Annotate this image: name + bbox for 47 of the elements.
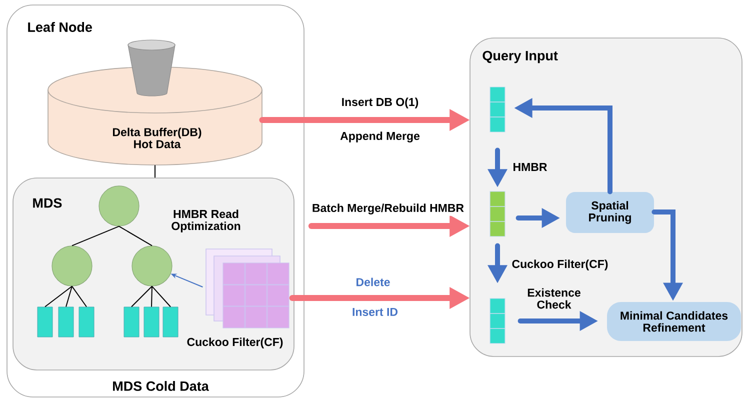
arrow (652, 209, 683, 301)
text-label: HMBR Read Optimization (172, 210, 240, 232)
process-box: Spatial Pruning (566, 192, 654, 233)
text-label: Insert ID (352, 308, 398, 316)
cell-stack (490, 298, 506, 344)
cell-stack (490, 86, 506, 132)
tree-node (52, 246, 92, 286)
edge-label: Existence Check (522, 286, 586, 310)
leaf-block (124, 306, 140, 338)
edge-label: Insert DB O(1) (340, 96, 420, 110)
leaf-block (58, 306, 74, 338)
arrow (516, 208, 560, 228)
arrow (488, 148, 508, 188)
arrow (488, 243, 508, 284)
leaf-block (37, 306, 53, 338)
arrow (518, 310, 598, 331)
cell-stack (490, 191, 506, 237)
text-label: Append Merge (340, 132, 420, 142)
leaf-block (162, 306, 178, 338)
edge-label: Cuckoo Filter(CF) (510, 258, 610, 272)
edge-label: HMBR (511, 162, 549, 172)
panel-caption: MDS Cold Data (113, 381, 209, 391)
panel-title: Query Input (482, 50, 558, 64)
edge-label: Batch Merge/Rebuild HMBR (310, 202, 466, 216)
leaf-block (78, 306, 94, 338)
connector-line (154, 164, 156, 178)
connector-line (131, 286, 152, 308)
tree-node (98, 186, 140, 226)
grid-caption: Cuckoo Filter(CF) (187, 338, 283, 348)
arrow (514, 98, 612, 194)
process-box: Minimal Candidates Refinement (607, 302, 741, 341)
connector-line (118, 226, 152, 246)
panel-title: MDS (33, 198, 62, 208)
arrow (308, 215, 470, 237)
connector-line (44, 286, 72, 308)
connector-line (66, 286, 72, 308)
connector-line (72, 286, 87, 308)
connector-line (151, 286, 152, 308)
leaf-block (144, 306, 160, 338)
tree-node (132, 246, 172, 286)
connector-line (152, 286, 171, 308)
connector-line (72, 226, 120, 246)
arrow (259, 109, 470, 131)
database-cylinder: Delta Buffer(DB) Hot Data (48, 66, 262, 166)
arrow (289, 286, 470, 309)
edge-label: Delete (354, 276, 392, 288)
panel-title: Leaf Node (28, 22, 92, 32)
